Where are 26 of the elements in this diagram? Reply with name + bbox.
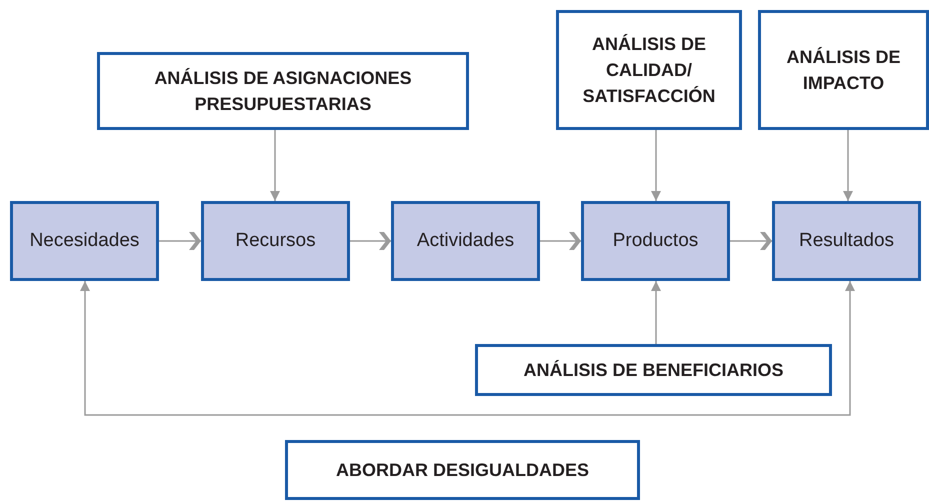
analysis-box — [285, 440, 640, 500]
process-box — [581, 201, 730, 281]
process-box — [10, 201, 159, 281]
box-label: Necesidades — [30, 228, 140, 253]
analysis-box — [475, 344, 832, 396]
box-label: Recursos — [235, 228, 316, 253]
arrow — [80, 281, 467, 416]
analysis-box — [556, 10, 742, 130]
arrow — [270, 130, 280, 201]
process-box — [391, 201, 540, 281]
process-box — [772, 201, 921, 281]
box-label: Productos — [612, 228, 698, 253]
analysis-box — [758, 10, 929, 130]
analysis-box — [97, 52, 469, 130]
arrow — [651, 281, 661, 344]
box-label: Actividades — [416, 228, 514, 253]
box-heading: ANÁLISIS DE ASIGNACIONES PRESUPUESTARIAS — [153, 67, 413, 116]
box-heading: ABORDAR DESIGUALDADES — [336, 459, 589, 482]
box-heading: ANÁLISIS DE CALIDAD/ SATISFACCIÓN — [582, 33, 716, 108]
arrow — [843, 130, 853, 201]
arrow — [651, 130, 661, 201]
box-label: Resultados — [798, 228, 894, 253]
box-heading: ANÁLISIS DE BENEFICIARIOS — [523, 359, 784, 382]
process-box — [201, 201, 350, 281]
arrow — [467, 281, 855, 416]
box-heading: ANÁLISIS DE IMPACTO — [785, 46, 902, 95]
